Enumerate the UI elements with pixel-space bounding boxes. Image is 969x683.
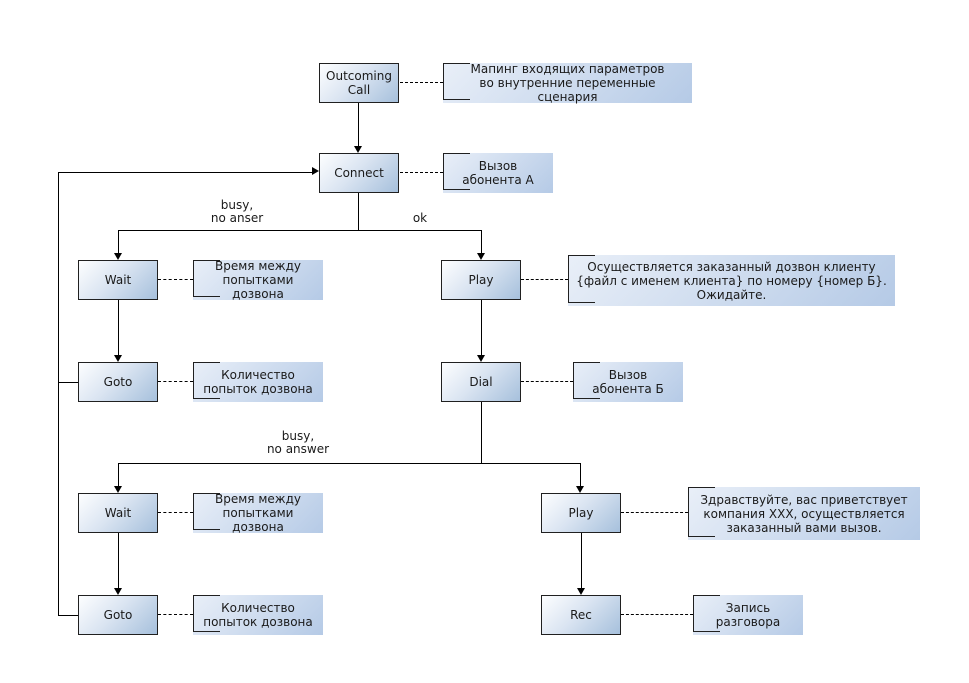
note-retry-interval-2: Время между попытками дозвона [193, 492, 323, 534]
dashed-rec-note [621, 614, 693, 615]
node-wait-1: Wait [78, 260, 158, 300]
arrowhead-into-connect-left [312, 167, 319, 175]
edge-outcoming-to-connect [358, 103, 359, 147]
branch1-right-drop [481, 230, 482, 254]
arrowhead-into-goto1 [114, 355, 122, 362]
dashed-connect-note [400, 172, 443, 173]
dashed-dial-note [521, 381, 573, 382]
dashed-wait2-note [158, 512, 193, 513]
note-call-subscriber-b: Вызов абонента Б [573, 362, 683, 402]
edge-wait1-to-goto1 [118, 300, 119, 356]
dashed-goto2-note [158, 614, 193, 615]
branch2-left-drop [118, 463, 119, 487]
note-retry-interval-1: Время между попытками дозвона [193, 259, 323, 301]
note-retry-count-2: Количество попыток дозвона [193, 595, 323, 635]
edge-dial-to-branch [481, 402, 482, 463]
arrowhead-into-play2 [576, 486, 584, 493]
branch2-horizontal-line [118, 463, 580, 464]
arrowhead-into-connect-top [354, 146, 362, 153]
branch1-left-drop [118, 230, 119, 254]
branch2-right-drop [580, 463, 581, 487]
edge-label-busy-no-anser: busy, no anser [210, 198, 264, 225]
node-play-1: Play [441, 260, 521, 300]
node-connect: Connect [319, 153, 399, 193]
note-ordered-dial-message: Осуществляется заказанный дозвон клиенту… [568, 255, 895, 306]
node-rec: Rec [541, 595, 621, 635]
arrowhead-into-goto2 [114, 588, 122, 595]
dashed-play1-note [521, 279, 568, 280]
loop-vertical-line [58, 172, 59, 615]
note-call-recording: Запись разговора [693, 595, 803, 635]
dashed-goto1-note [158, 381, 193, 382]
node-play-2: Play [541, 493, 621, 533]
edge-play2-to-rec [581, 533, 582, 589]
note-parameter-mapping: Мапинг входящих параметров во внутренние… [443, 62, 692, 104]
edge-play1-to-dial [481, 300, 482, 356]
node-outcoming-call: Outcoming Call [319, 63, 399, 103]
edge-connect-to-branch [358, 193, 359, 230]
branch1-horizontal-line [118, 230, 481, 231]
note-retry-count-1: Количество попыток дозвона [193, 362, 323, 402]
edge-wait2-to-goto2 [118, 533, 119, 589]
arrowhead-into-rec [577, 588, 585, 595]
dashed-play2-note [621, 512, 688, 513]
note-greeting-message: Здравствуйте, вас приветствует компания … [688, 487, 920, 540]
dashed-outcoming-note [400, 82, 443, 83]
edge-goto1-to-loop [58, 382, 78, 383]
dashed-wait1-note [158, 279, 193, 280]
node-dial: Dial [441, 362, 521, 402]
note-call-subscriber-a: Вызов абонента А [443, 153, 553, 193]
edge-loop-to-connect [58, 172, 312, 173]
edge-label-ok: ok [412, 211, 428, 225]
arrowhead-into-play1 [477, 253, 485, 260]
arrowhead-into-wait1 [114, 253, 122, 260]
arrowhead-into-dial [477, 355, 485, 362]
arrowhead-into-wait2 [114, 486, 122, 493]
edge-label-busy-no-answer: busy, no answer [266, 429, 330, 456]
node-wait-2: Wait [78, 493, 158, 533]
node-goto-1: Goto [78, 362, 158, 402]
edge-goto2-to-loop [58, 615, 78, 616]
node-goto-2: Goto [78, 595, 158, 635]
